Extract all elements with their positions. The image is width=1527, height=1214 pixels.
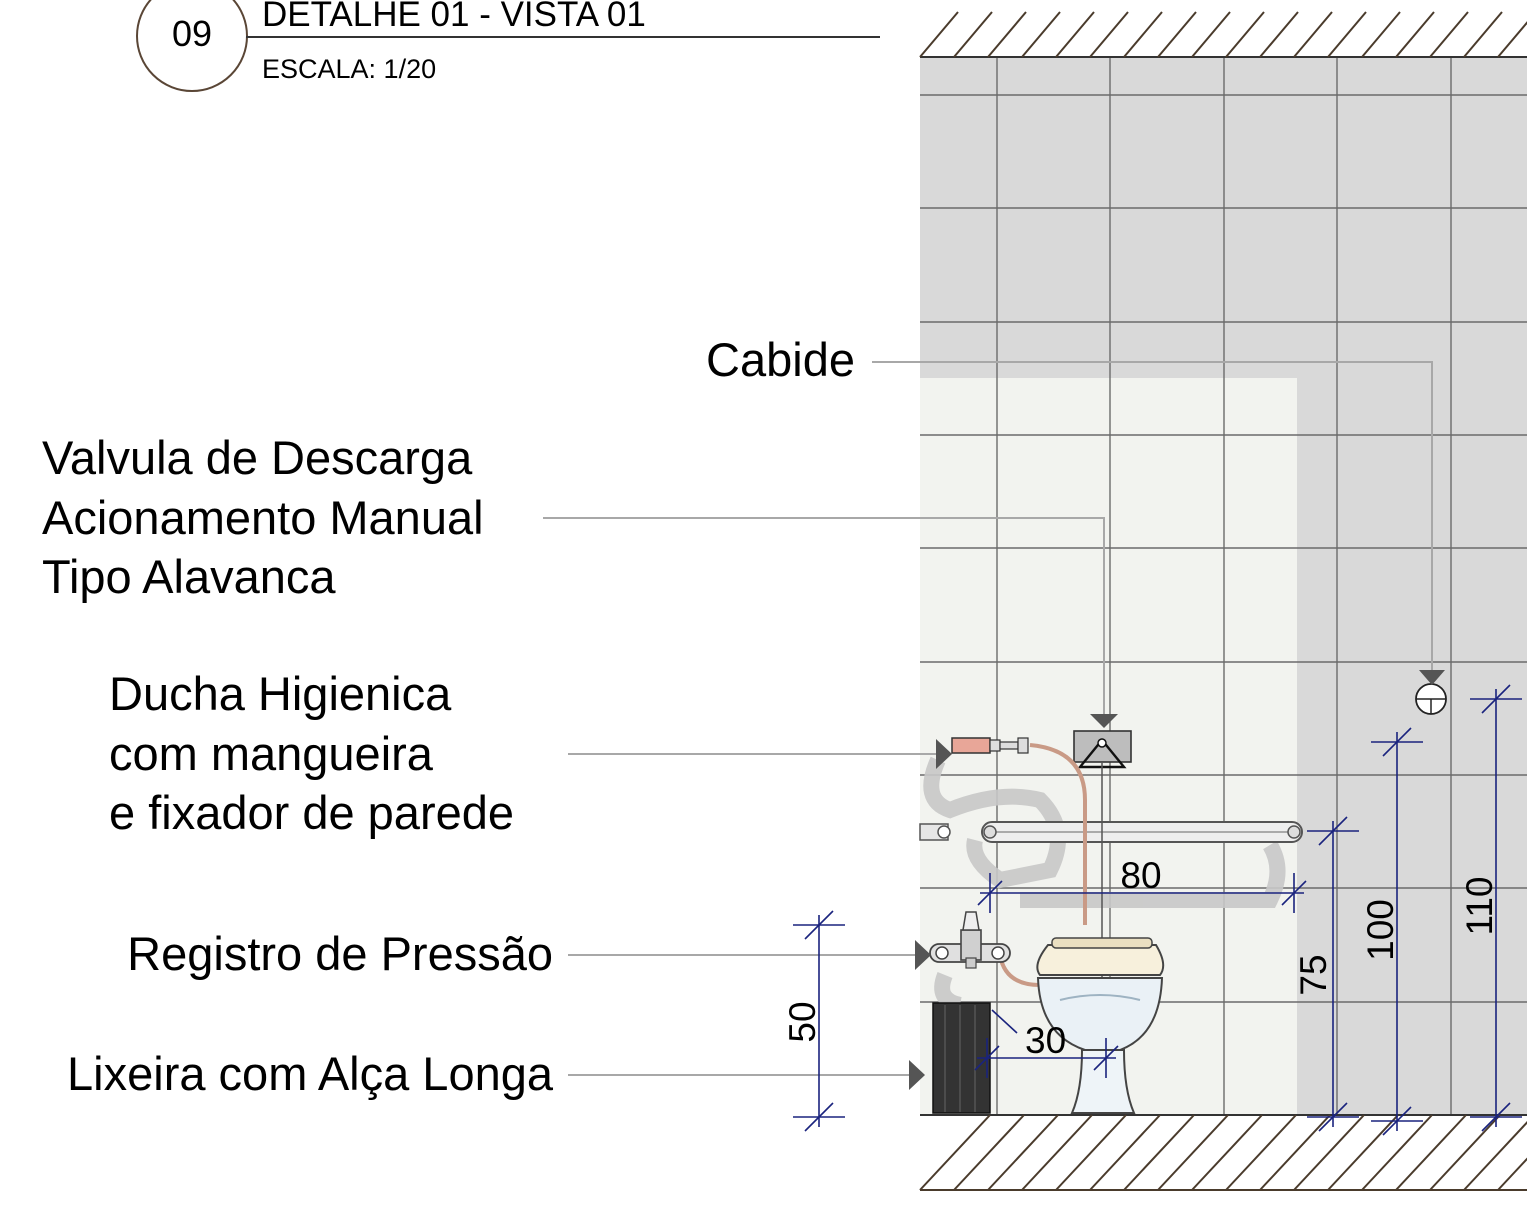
hatch-stroke <box>1497 21 1527 58</box>
hatch-stroke <box>1191 11 1231 58</box>
hatch-stroke <box>1327 1114 1399 1191</box>
hatch-stroke <box>953 1114 1025 1191</box>
label-ducha-line2: com mangueira <box>109 727 434 780</box>
floor-hatch <box>919 1114 1527 1191</box>
dim-leader-30 <box>991 1009 1018 1034</box>
hatch-stroke <box>1225 1114 1297 1191</box>
hatch-stroke <box>1497 1157 1527 1191</box>
dim-line-30-tick <box>1093 1045 1119 1071</box>
tile-grid <box>920 57 1527 1115</box>
hatch-stroke <box>1191 1114 1263 1191</box>
hatch-stroke <box>987 1114 1059 1191</box>
arrowhead-ducha <box>936 739 952 769</box>
hatch-stroke <box>1055 1114 1127 1191</box>
hatch-stroke <box>1123 1114 1195 1191</box>
leader-valvula <box>543 517 1105 714</box>
hatch-stroke <box>919 11 959 58</box>
dimension-100: 100 <box>1360 899 1401 961</box>
hatch-stroke <box>1429 11 1469 58</box>
hatch-stroke <box>1361 1114 1433 1191</box>
hatch-stroke <box>1463 1121 1527 1191</box>
hatch-stroke <box>1021 1114 1093 1191</box>
grab-bar <box>981 821 1303 843</box>
hatch-stroke <box>1327 11 1367 58</box>
hatch-stroke <box>1463 11 1503 58</box>
label-registro: Registro de Pressão <box>127 927 553 980</box>
robe-hook <box>1415 683 1447 715</box>
dimension-110: 110 <box>1459 877 1500 936</box>
arrowhead-cabide <box>1419 670 1445 685</box>
label-ducha-line3: e fixador de parede <box>109 786 514 839</box>
arrowhead-lixeira <box>909 1060 925 1090</box>
leader-lines <box>543 361 1433 1076</box>
leader-cabide <box>872 361 1433 672</box>
ceiling-hatch <box>919 11 1527 58</box>
label-cabide: Cabide <box>706 333 855 386</box>
label-lixeira: Lixeira com Alça Longa <box>67 1047 554 1100</box>
dim-line-30-tick <box>974 1045 1000 1071</box>
detail-title: DETALHE 01 - VISTA 01 <box>262 0 646 34</box>
hatch-stroke <box>1259 1114 1331 1191</box>
hatch-stroke <box>1395 1114 1467 1191</box>
dimension-50: 50 <box>782 1001 823 1042</box>
detail-number: 09 <box>172 13 212 54</box>
pressure-valve <box>929 911 1011 969</box>
hatch-stroke <box>1361 11 1401 58</box>
hatch-stroke <box>1293 1114 1365 1191</box>
hatch-stroke <box>1157 1114 1229 1191</box>
hatch-stroke <box>1225 11 1265 58</box>
wall-bracket <box>919 823 951 841</box>
arrowhead-registro <box>915 940 931 970</box>
label-valvula-line1: Valvula de Descarga <box>42 431 473 484</box>
detail-scale: ESCALA: 1/20 <box>262 54 436 84</box>
toilet <box>1036 937 1165 1114</box>
hatch-stroke <box>1293 11 1333 58</box>
hatch-stroke <box>1089 1114 1161 1191</box>
hatch-stroke <box>1429 1114 1501 1191</box>
leader-arrowheads <box>909 670 1445 1090</box>
shower-hose <box>1029 743 1087 925</box>
hatch-stroke <box>1021 11 1061 58</box>
hatch-stroke <box>987 11 1027 58</box>
hygienic-shower <box>951 737 1029 754</box>
hatch-stroke <box>1123 11 1163 58</box>
label-ducha-line1: Ducha Higienica <box>109 667 452 720</box>
dim-line-80-tick <box>977 880 1003 906</box>
dim-line-80-tick <box>1281 880 1307 906</box>
title-block: 09 DETALHE 01 - VISTA 01 ESCALA: 1/20 <box>136 0 880 92</box>
hatch-stroke <box>1157 11 1197 58</box>
label-valvula-line2: Acionamento Manual <box>42 491 484 544</box>
hatch-stroke <box>953 11 993 58</box>
label-valvula-line3: Tipo Alavanca <box>42 550 336 603</box>
hatch-stroke <box>1395 11 1435 58</box>
arrowhead-valvula <box>1090 714 1118 728</box>
dimension-30: 30 <box>1025 1020 1066 1061</box>
wall-elevation <box>920 57 1527 1115</box>
hatch-stroke <box>1089 11 1129 58</box>
hatch-stroke <box>1055 11 1095 58</box>
hatch-stroke <box>919 1114 991 1191</box>
dimension-80: 80 <box>1120 855 1161 896</box>
dimension-lines <box>793 684 1522 1136</box>
hatch-stroke <box>1259 11 1299 58</box>
dimension-75: 75 <box>1293 954 1334 995</box>
